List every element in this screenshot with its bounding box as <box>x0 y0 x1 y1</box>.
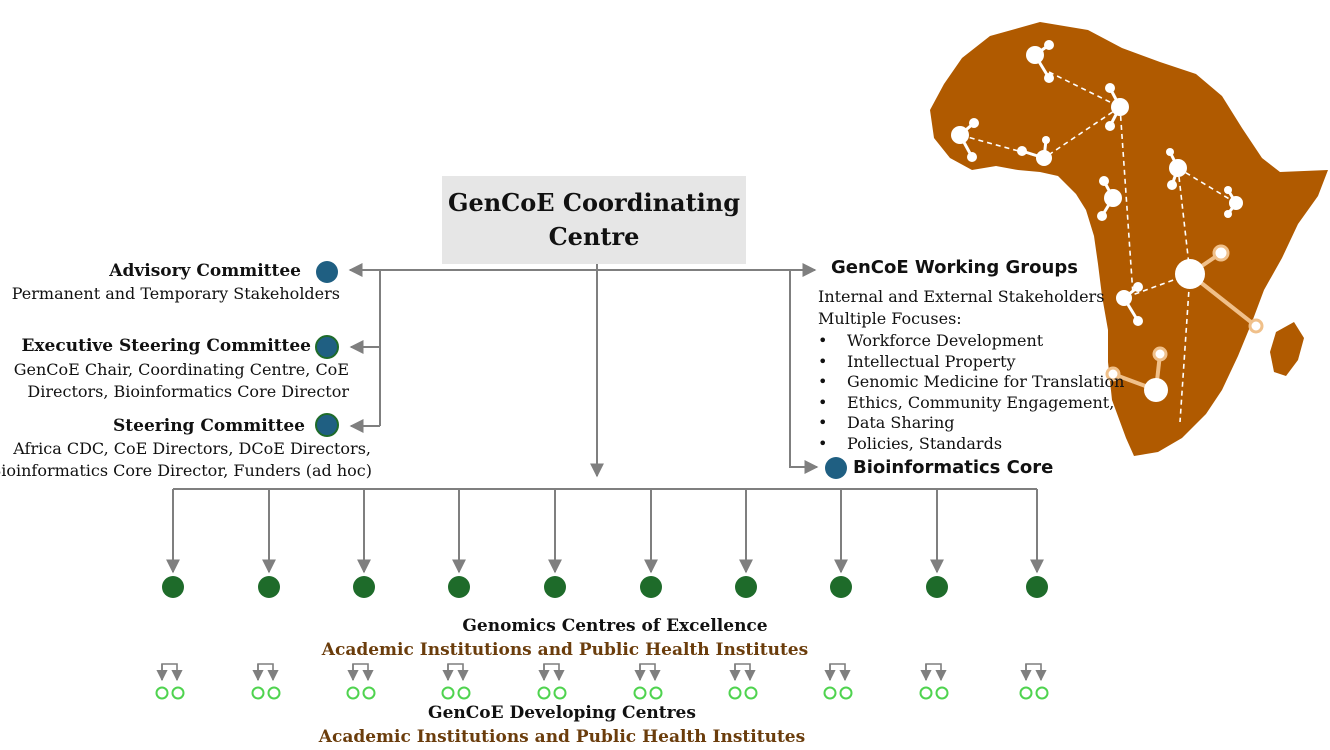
dcoe-ring <box>744 686 758 700</box>
dcoe-link <box>257 663 279 682</box>
dcoe-rings <box>155 686 1049 700</box>
dcoe-link <box>1025 663 1047 682</box>
coe-title: Genomics Centres of Excellence <box>462 616 768 636</box>
connector-right-vertical <box>789 270 819 474</box>
dcoe-ring <box>1019 686 1033 700</box>
working-groups-line1: Internal and External Stakeholders <box>818 287 1105 306</box>
dcoe-link <box>639 663 661 682</box>
focus-item: Genomic Medicine for Translation <box>818 372 1124 393</box>
coe-dot <box>640 576 662 598</box>
coe-subtitle: Academic Institutions and Public Health … <box>321 640 809 660</box>
coe-dot <box>258 576 280 598</box>
executive-committee-dot <box>315 335 339 359</box>
dcoe-link <box>829 663 851 682</box>
dcoe-ring <box>441 686 455 700</box>
working-groups-line2: Multiple Focuses: <box>818 309 962 328</box>
coordinating-centre-title-line2: Centre <box>548 222 640 251</box>
dcoe-ring <box>823 686 837 700</box>
dcoe-title: GenCoE Developing Centres <box>428 703 696 723</box>
dcoe-connectors <box>156 663 1047 682</box>
dcoe-link <box>925 663 947 682</box>
dcoe-ring <box>633 686 647 700</box>
coe-dot <box>544 576 566 598</box>
dcoe-ring <box>155 686 169 700</box>
advisory-committee-dot <box>316 261 338 283</box>
dcoe-ring <box>919 686 933 700</box>
coordinating-centre-title-line1: GenCoE Coordinating <box>447 188 741 217</box>
connector-lines <box>173 263 1037 490</box>
dcoe-ring <box>251 686 265 700</box>
focus-item-continued: Data Sharing <box>818 413 1124 434</box>
coe-dot <box>353 576 375 598</box>
executive-committee-desc-line2: Directors, Bioinformatics Core Director <box>27 382 349 401</box>
dcoe-ring <box>728 686 742 700</box>
focus-item-continuation: Data Sharing <box>847 413 955 432</box>
advisory-committee-desc: Permanent and Temporary Stakeholders <box>11 284 340 303</box>
coe-dots <box>162 576 1048 598</box>
dcoe-ring <box>171 686 185 700</box>
bioinformatics-core-dot <box>825 457 847 479</box>
dcoe-ring <box>1035 686 1049 700</box>
dcoe-ring <box>457 686 471 700</box>
dcoe-link <box>543 663 565 682</box>
dcoe-ring <box>537 686 551 700</box>
bioinformatics-core-title: Bioinformatics Core <box>853 457 1054 478</box>
dcoe-link <box>734 663 756 682</box>
dcoe-ring <box>839 686 853 700</box>
steering-committee-desc-line2: Bioinformatics Core Director, Funders (a… <box>0 461 372 480</box>
dcoe-ring <box>649 686 663 700</box>
focus-item: Workforce Development <box>818 331 1124 352</box>
coe-dot <box>448 576 470 598</box>
working-groups-focus-list: Workforce Development Intellectual Prope… <box>818 331 1124 454</box>
dcoe-link <box>352 663 374 682</box>
dcoe-ring <box>362 686 376 700</box>
focus-item: Intellectual Property <box>818 352 1124 373</box>
advisory-committee-title: Advisory Committee <box>109 261 301 281</box>
executive-committee-desc-line1: GenCoE Chair, Coordinating Centre, CoE <box>13 360 349 379</box>
focus-item: Ethics, Community Engagement, <box>818 393 1124 414</box>
steering-committee-desc-line1: Africa CDC, CoE Directors, DCoE Director… <box>13 439 371 458</box>
dcoe-ring <box>935 686 949 700</box>
steering-committee-dot <box>315 413 339 437</box>
dcoe-ring <box>267 686 281 700</box>
coe-dot <box>830 576 852 598</box>
dcoe-link <box>447 663 469 682</box>
coe-drop-connectors <box>166 489 1044 574</box>
coordinating-centre-box: GenCoE Coordinating Centre <box>442 176 746 264</box>
working-groups-title: GenCoE Working Groups <box>831 257 1078 278</box>
coe-dot <box>162 576 184 598</box>
coe-dot <box>735 576 757 598</box>
dcoe-ring <box>553 686 567 700</box>
focus-item: Policies, Standards <box>818 434 1124 455</box>
coe-dot <box>1026 576 1048 598</box>
dcoe-ring <box>346 686 360 700</box>
executive-committee-title: Executive Steering Committee <box>21 336 311 356</box>
dcoe-link <box>161 663 183 682</box>
coe-dot <box>926 576 948 598</box>
dcoe-subtitle: Academic Institutions and Public Health … <box>318 727 806 747</box>
africa-map-icon <box>930 22 1328 456</box>
steering-committee-title: Steering Committee <box>113 416 305 436</box>
